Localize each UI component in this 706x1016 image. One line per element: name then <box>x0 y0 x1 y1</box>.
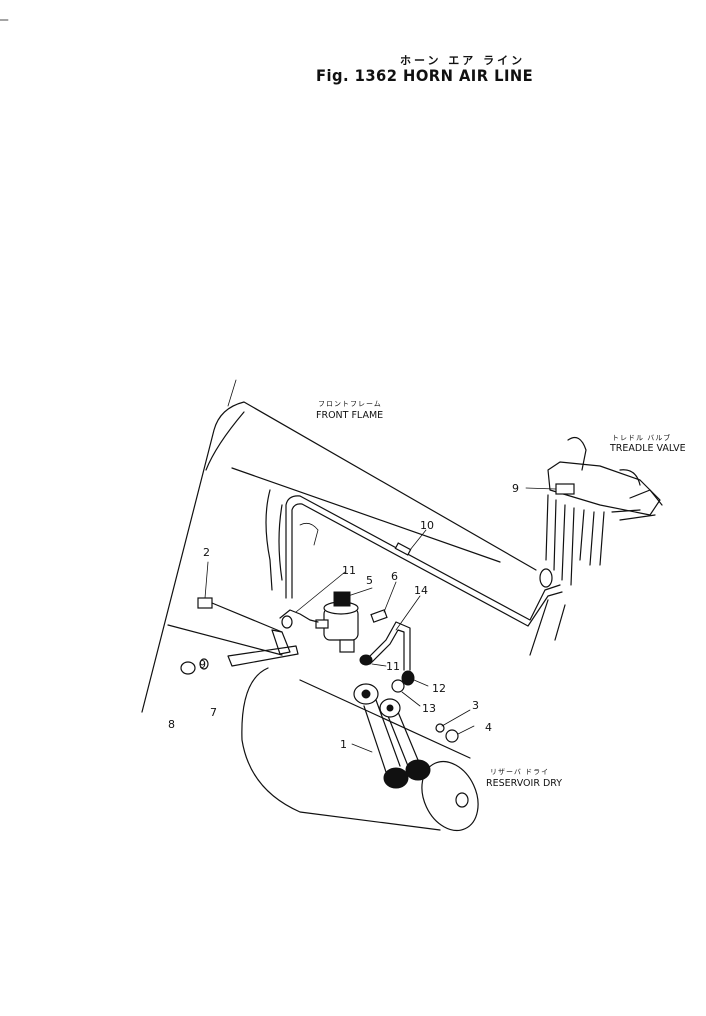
callout-8: 8 <box>168 718 175 731</box>
callout-7: 7 <box>210 706 217 719</box>
callout-10: 10 <box>420 519 434 532</box>
figure-title: Fig. 1362 HORN AIR LINE <box>316 66 534 85</box>
callout-4: 4 <box>485 721 492 734</box>
elbow-line <box>359 621 415 686</box>
reservoir-tank <box>241 667 479 832</box>
callout-5: 5 <box>366 574 373 587</box>
horn-valve <box>279 591 359 653</box>
figure-title-japanese: ホーン エア ライン <box>400 54 526 67</box>
bracket <box>227 629 299 667</box>
callout-9: 9 <box>512 482 519 495</box>
callout-6: 6 <box>391 570 398 583</box>
callout-11-lower: 11 <box>386 660 400 673</box>
air-pipe <box>285 495 563 627</box>
treadle-valve <box>539 437 663 588</box>
callout-1: 1 <box>340 738 347 751</box>
callout-2: 2 <box>203 546 210 559</box>
callout-3: 3 <box>472 699 479 712</box>
callout-11-upper: 11 <box>342 564 356 577</box>
treadle-valve-label-jp: トレドル バルブ <box>612 433 671 442</box>
callout-12: 12 <box>432 682 446 695</box>
front-frame-label-jp: フロントフレーム <box>318 400 382 408</box>
reservoir-label: RESERVOIR DRY <box>486 778 562 789</box>
callout-14: 14 <box>414 584 428 597</box>
treadle-valve-label: TREADLE VALVE <box>609 443 686 454</box>
front-frame-outline <box>141 379 566 713</box>
front-frame-label: FRONT FLAME <box>316 410 383 421</box>
fasteners <box>180 597 459 743</box>
reservoir-label-jp: リザーバ ドライ <box>490 768 549 776</box>
leader-lines <box>204 487 557 753</box>
air-horns <box>353 683 431 789</box>
callout-13: 13 <box>422 702 436 715</box>
callout-9-small: 9 <box>199 658 206 671</box>
